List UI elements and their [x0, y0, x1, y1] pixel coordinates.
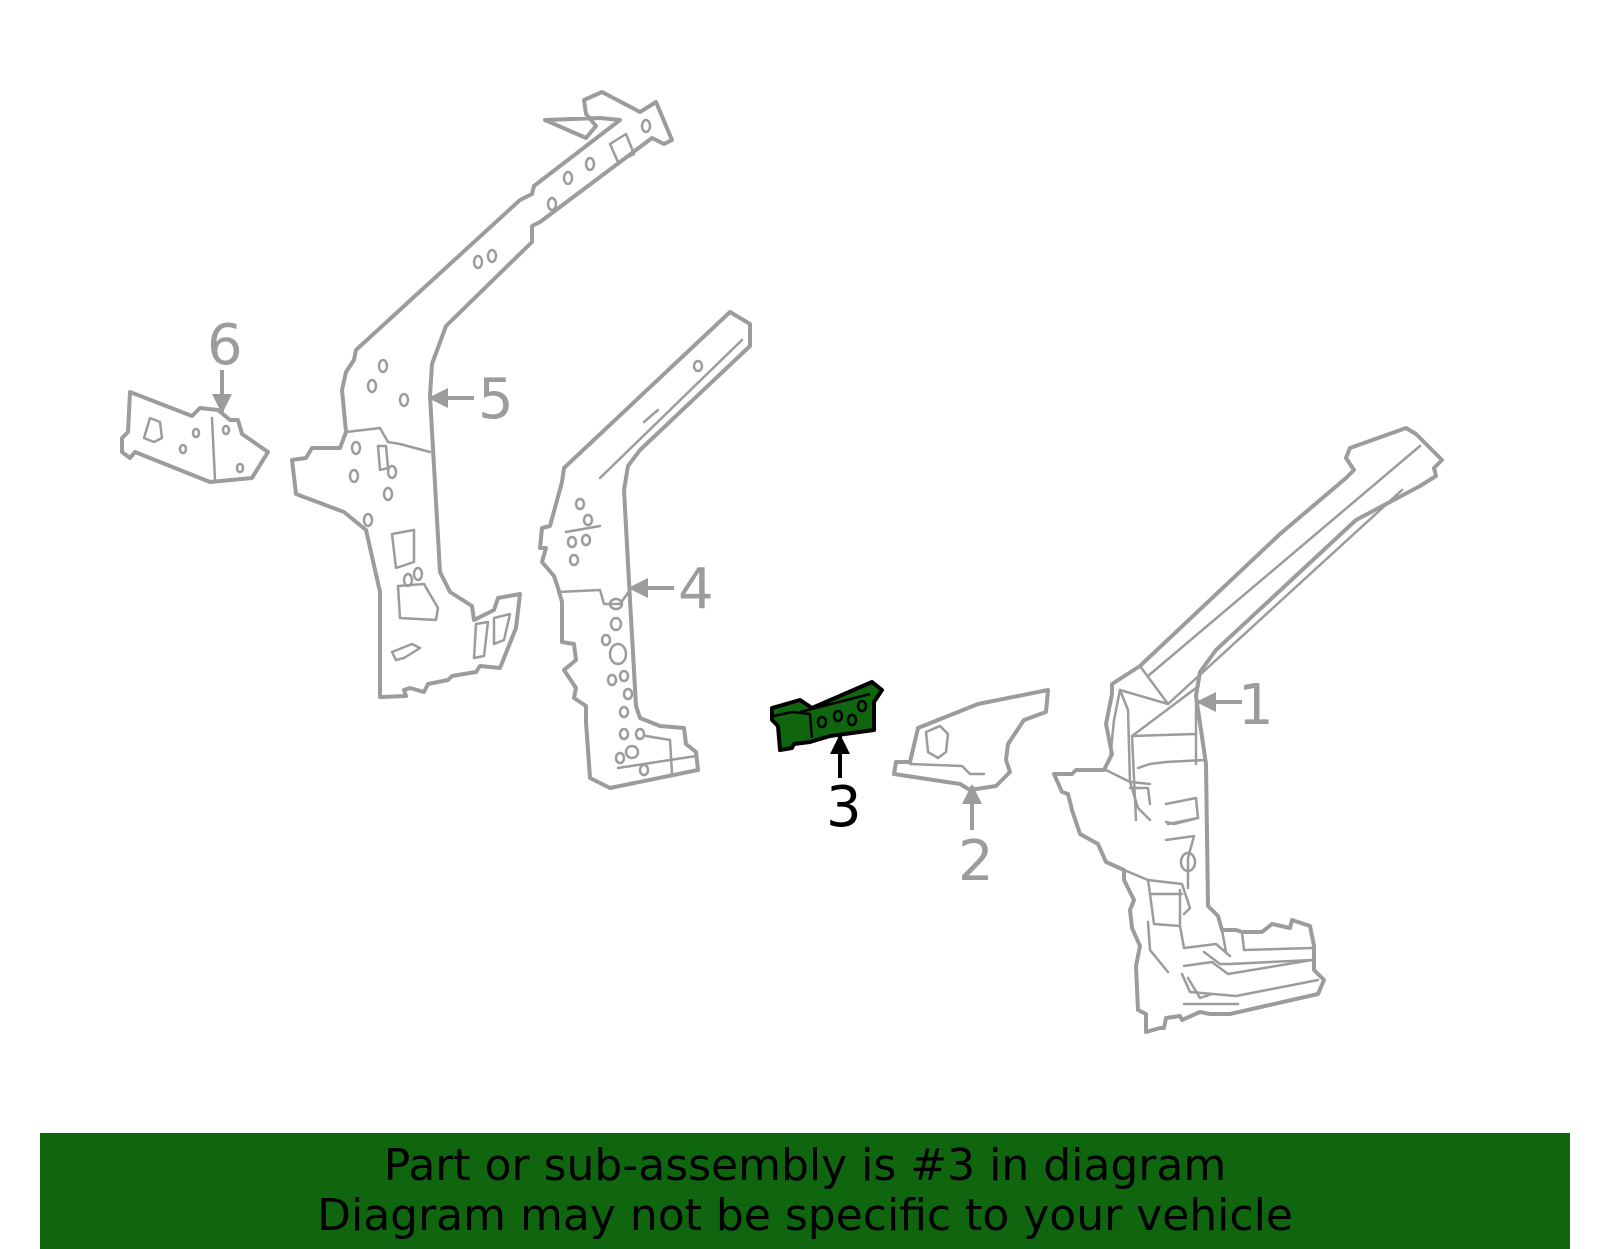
callout-6: 6	[207, 313, 243, 414]
callout-3-label: 3	[826, 775, 862, 840]
callout-4: 4	[628, 557, 714, 622]
part-5-pillar-inner[interactable]	[290, 90, 674, 699]
part-3-shape[interactable]	[770, 680, 884, 752]
part-4-pillar-reinforcement[interactable]	[538, 310, 752, 790]
part-1-pillar-assembly[interactable]	[1052, 426, 1444, 1034]
part-6-bracket[interactable]	[120, 390, 270, 484]
info-banner: Part or sub-assembly is #3 in diagram Di…	[40, 1133, 1570, 1249]
callout-4-label: 4	[678, 557, 714, 622]
callout-2: 2	[958, 784, 994, 894]
part-3-bracket-highlighted[interactable]	[770, 680, 884, 752]
callout-2-label: 2	[958, 829, 994, 894]
callout-1-label: 1	[1238, 673, 1274, 738]
callout-6-label: 6	[207, 313, 243, 378]
banner-line-2: Diagram may not be specific to your vehi…	[317, 1190, 1293, 1241]
callout-1: 1	[1196, 673, 1274, 738]
callout-5: 5	[428, 367, 514, 432]
banner-line-1: Part or sub-assembly is #3 in diagram	[383, 1140, 1227, 1191]
callout-5-label: 5	[478, 367, 514, 432]
part-2-gusset[interactable]	[892, 688, 1050, 792]
parts-diagram: 6 5	[120, 90, 1444, 1034]
callout-3: 3	[826, 734, 862, 840]
